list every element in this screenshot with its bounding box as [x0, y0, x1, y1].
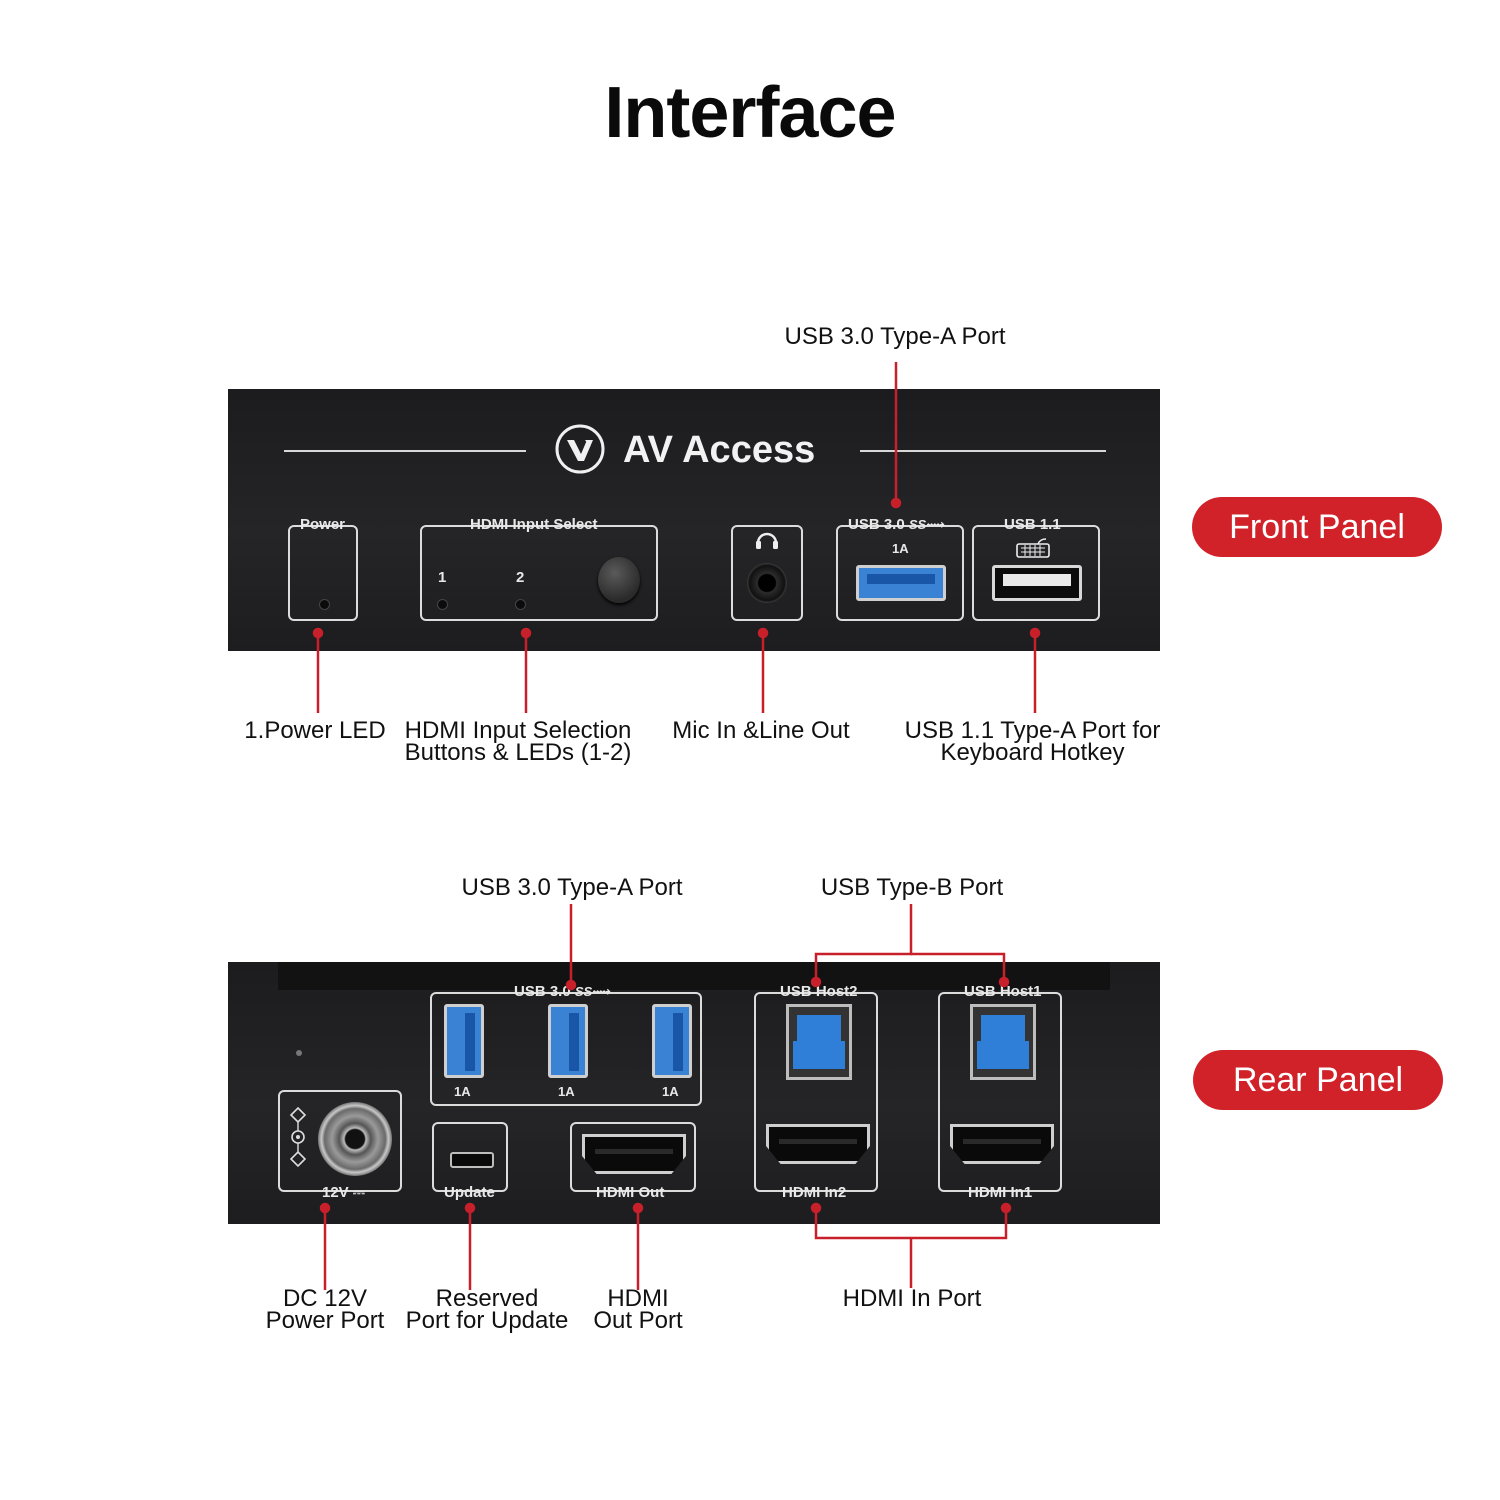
- rear-top-strip: [278, 962, 1110, 990]
- dc-symbol-icon: ⎓: [352, 1184, 365, 1201]
- update-port[interactable]: [450, 1152, 494, 1168]
- hdmi-in1-label: HDMI In1: [968, 1184, 1033, 1201]
- usb-host1-port[interactable]: [970, 1004, 1036, 1080]
- rear-panel: USB 3.0 SS⟿ 1A 1A 1A USB Host2 HDMI In2 …: [228, 962, 1160, 1224]
- callout-front-usb30: USB 3.0 Type-A Port: [784, 323, 1006, 350]
- front-divider-right: [860, 450, 1106, 452]
- hdmi-in2-port[interactable]: [766, 1124, 870, 1164]
- rear-usb30-text: USB 3.0: [514, 983, 571, 1000]
- dc-box: 12V ⎓: [278, 1090, 402, 1201]
- select-2-label: 2: [516, 569, 525, 586]
- power-box: Power: [288, 516, 358, 621]
- front-usb30-current: 1A: [892, 541, 909, 556]
- dc-label: 12V ⎓: [318, 1184, 368, 1201]
- front-usb30-label: USB 3.0 SS⟿: [844, 516, 949, 533]
- leader-usb-b: [814, 904, 913, 980]
- front-panel: AV Access Power HDMI Input Select 1 2 US…: [228, 389, 1160, 651]
- callout-rear-usb30: USB 3.0 Type-A Port: [461, 874, 683, 901]
- rear-usb30-port-2[interactable]: [548, 1004, 588, 1078]
- hdmi-select-label: HDMI Input Select: [470, 516, 598, 533]
- audio-jack[interactable]: [747, 563, 787, 603]
- hdmi-in2-label: HDMI In2: [782, 1184, 847, 1201]
- front-usb30-text: USB 3.0: [848, 516, 905, 533]
- rear-usb30-label: USB 3.0 SS⟿: [510, 983, 615, 1000]
- audio-box: [731, 525, 803, 621]
- hdmi-select-button[interactable]: [598, 557, 640, 603]
- callout-power-led: 1.Power LED: [244, 717, 386, 744]
- callout-hdmi-out: HDMI Out Port: [593, 1285, 683, 1334]
- front-usb11-box: USB 1.1: [972, 516, 1100, 621]
- rear-usb30-port-1[interactable]: [444, 1004, 484, 1078]
- rear-usb30-port-3[interactable]: [652, 1004, 692, 1078]
- callout-mic: Mic In &Line Out: [672, 717, 850, 744]
- usb-host2-label: USB Host2: [780, 983, 858, 1000]
- rear-panel-badge: Rear Panel: [1193, 1050, 1443, 1110]
- select-2-led: [515, 599, 526, 610]
- callout-update: Reserved Port for Update: [405, 1285, 569, 1334]
- callout-hdmi-in: HDMI In Port: [842, 1285, 982, 1312]
- superspeed-usb-icon: SS⟿: [908, 517, 945, 532]
- front-usb30-box: USB 3.0 SS⟿ 1A: [836, 516, 964, 621]
- power-label: Power: [300, 516, 346, 533]
- host2-box: USB Host2 HDMI In2: [754, 983, 878, 1201]
- headphone-icon: [754, 527, 780, 551]
- front-divider-left: [284, 450, 526, 452]
- callout-usb11: USB 1.1 Type-A Port for Keyboard Hotkey: [904, 717, 1161, 766]
- front-usb11-label: USB 1.1: [1004, 516, 1061, 533]
- callout-usb-b: USB Type-B Port: [820, 874, 1004, 901]
- rear-usb30-current-2: 1A: [558, 1084, 575, 1099]
- usb-host1-label: USB Host1: [964, 983, 1042, 1000]
- superspeed-usb-icon: SS⟿: [574, 984, 611, 999]
- page-title: Interface: [604, 73, 896, 153]
- dc-polarity-icon: [288, 1106, 308, 1168]
- dc-jack[interactable]: [318, 1102, 392, 1176]
- update-box: Update: [432, 1122, 508, 1201]
- brand-name: AV Access: [623, 429, 816, 471]
- callout-hdmi-select: HDMI Input Selection Buttons & LEDs (1-2…: [404, 717, 632, 766]
- hdmi-out-label: HDMI Out: [596, 1184, 665, 1201]
- select-1-label: 1: [438, 569, 447, 586]
- power-led: [319, 599, 330, 610]
- hdmi-in1-port[interactable]: [950, 1124, 1054, 1164]
- front-usb30-port[interactable]: [856, 565, 946, 601]
- rear-ground-dot: [296, 1050, 302, 1056]
- leader-hdmi-in: [814, 1208, 1008, 1240]
- keyboard-icon: [1016, 537, 1050, 559]
- av-access-logo-icon: [554, 423, 606, 475]
- rear-usb30-box: USB 3.0 SS⟿ 1A 1A 1A: [430, 983, 702, 1106]
- update-label: Update: [444, 1184, 495, 1201]
- rear-usb30-current-1: 1A: [454, 1084, 471, 1099]
- hdmi-select-box: HDMI Input Select 1 2: [420, 516, 658, 621]
- usb-host2-port[interactable]: [786, 1004, 852, 1080]
- host1-box: USB Host1 HDMI In1: [938, 983, 1062, 1201]
- hdmi-out-box: HDMI Out: [570, 1122, 696, 1201]
- callout-dc: DC 12V Power Port: [265, 1285, 385, 1334]
- dc-text: 12V: [322, 1184, 349, 1201]
- hdmi-out-port[interactable]: [582, 1134, 686, 1174]
- front-panel-badge: Front Panel: [1192, 497, 1442, 557]
- rear-usb30-current-3: 1A: [662, 1084, 679, 1099]
- front-usb11-port[interactable]: [992, 565, 1082, 601]
- select-1-led: [437, 599, 448, 610]
